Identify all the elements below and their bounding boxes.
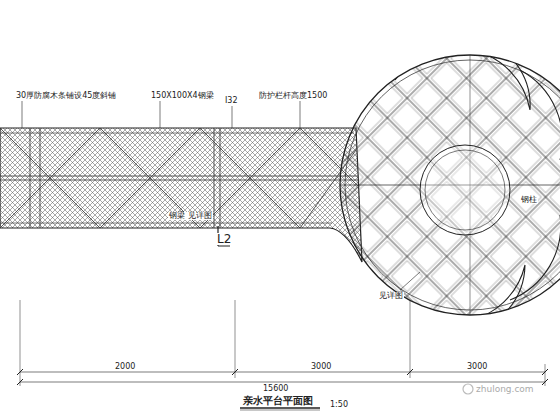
drawing-title: 亲水平台平面图 — [243, 396, 313, 406]
detail-note: 见详图 — [378, 292, 404, 300]
dimension: 3000 — [310, 363, 332, 371]
material-note: 30厚防腐木条铺设45度斜铺 — [15, 92, 117, 100]
dimension: 2000 — [114, 363, 136, 371]
section-mark: L2 — [216, 233, 232, 245]
scale-note: 1:50 — [330, 401, 348, 409]
member-note: 钢柱 — [520, 196, 538, 204]
watermark: zhulong.com — [476, 385, 534, 394]
member-note: I32 — [224, 97, 239, 105]
railing-note: 防护栏杆高度1500 — [258, 92, 328, 100]
member-note: 150X100X4钢梁 — [150, 92, 215, 100]
dimension: 15600 — [262, 385, 289, 393]
dimension: 3000 — [466, 363, 488, 371]
detail-note: 钢梁 见详图 — [168, 212, 213, 220]
